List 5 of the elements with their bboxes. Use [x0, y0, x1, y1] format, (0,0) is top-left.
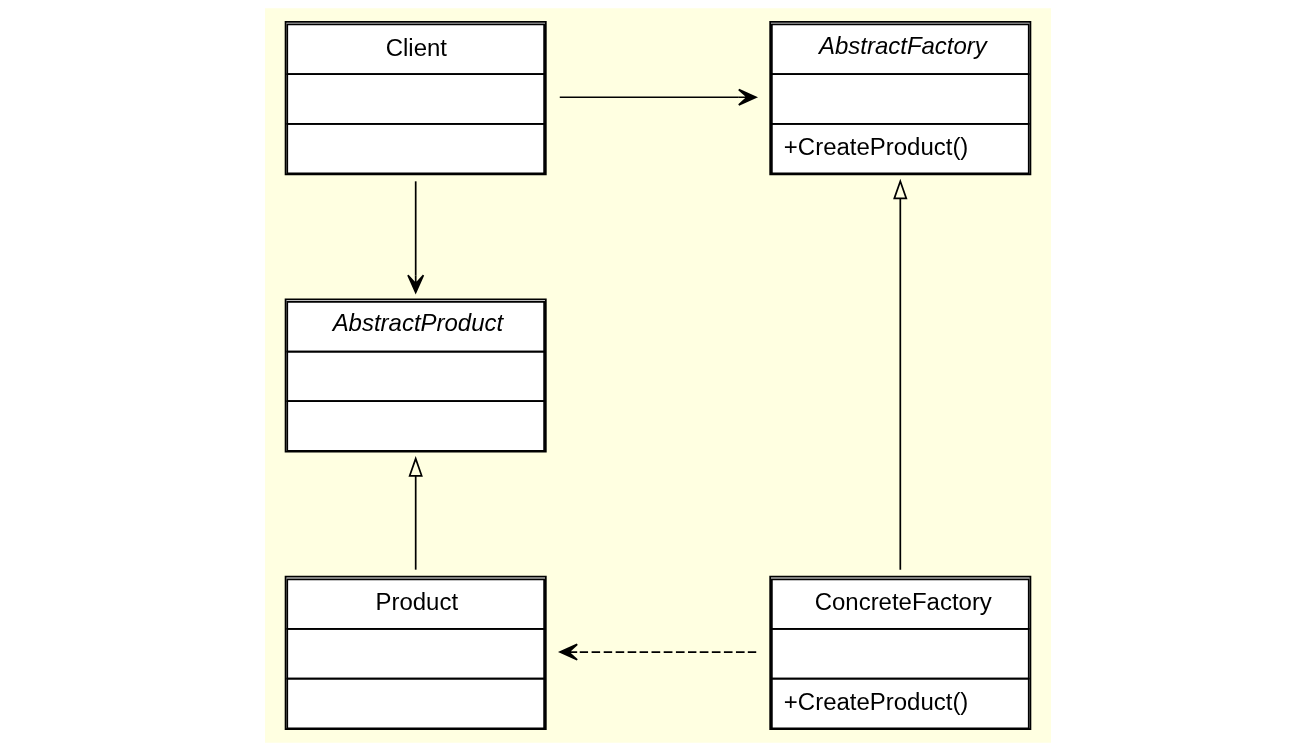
arrow	[406, 180, 424, 294]
arrow	[558, 88, 757, 106]
arrow	[558, 643, 757, 661]
arrow	[892, 178, 907, 571]
arrow	[408, 456, 423, 571]
